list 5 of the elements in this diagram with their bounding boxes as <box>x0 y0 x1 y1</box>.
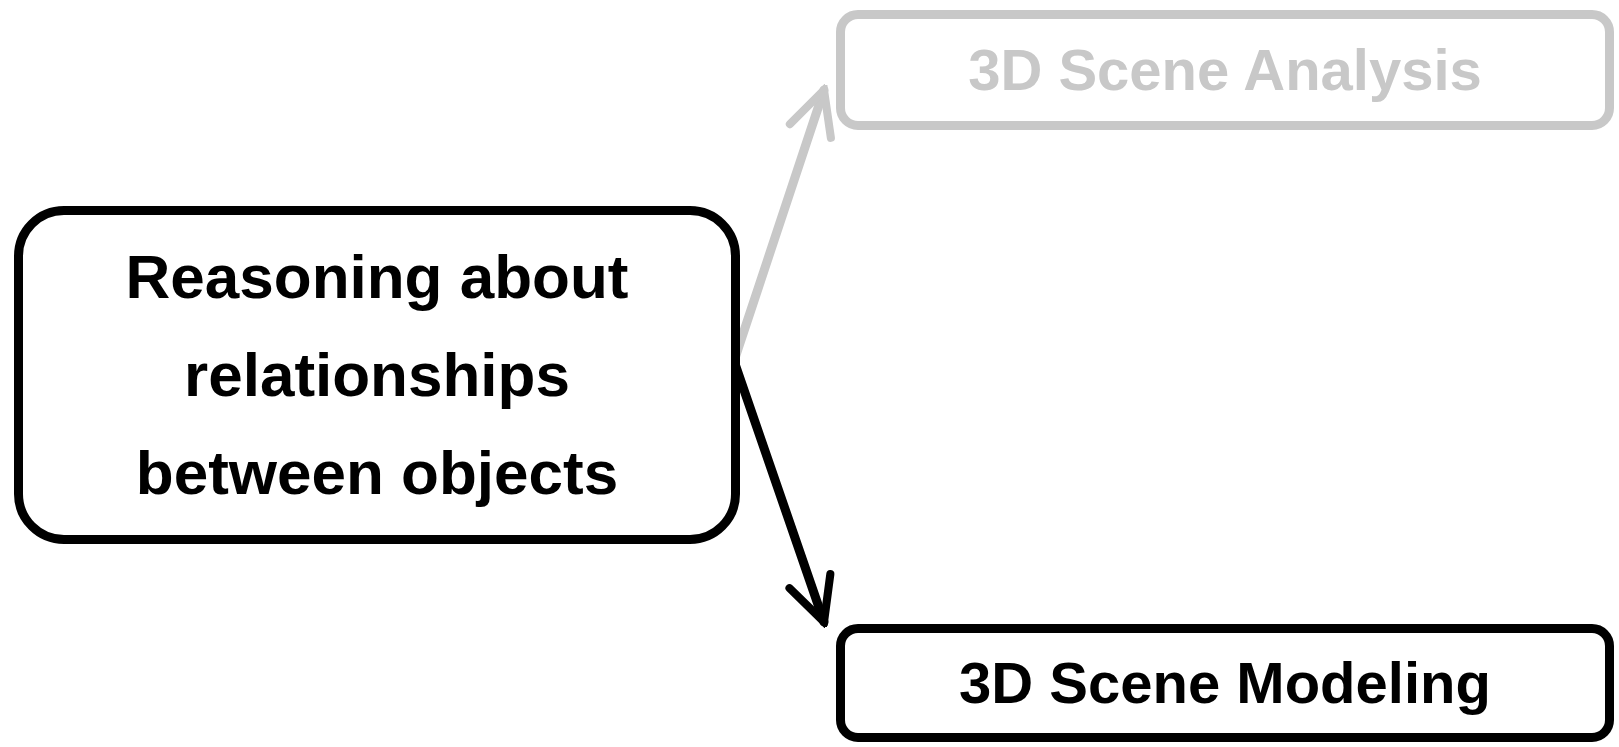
rounded-box <box>14 206 740 544</box>
rounded-box <box>836 624 1614 742</box>
box-label: 3D Scene Modeling <box>959 649 1491 717</box>
rounded-box <box>836 10 1614 130</box>
box-label: Reasoning about relationships between objects <box>124 241 630 509</box>
